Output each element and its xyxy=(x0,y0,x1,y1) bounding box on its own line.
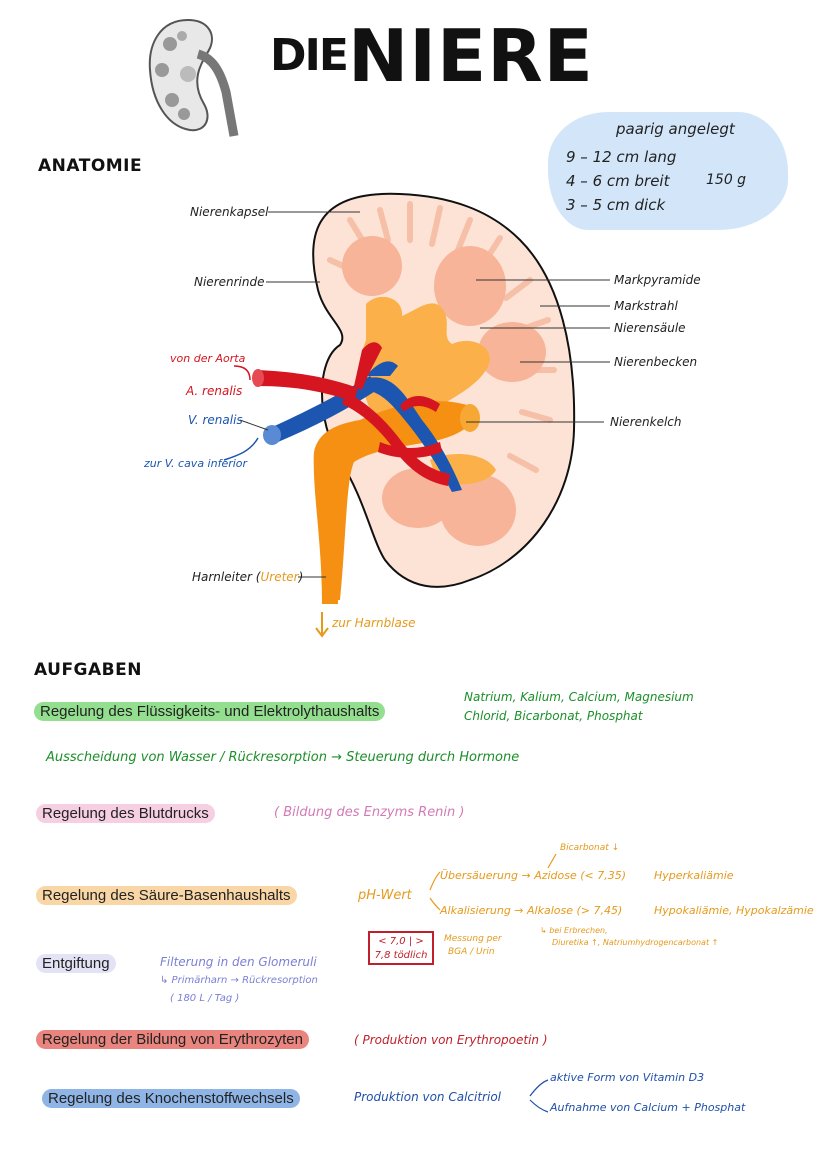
label-markpyramide: Markpyramide xyxy=(614,273,701,287)
fact-length: 9 – 12 cm lang xyxy=(566,148,677,166)
kidney-sketch-icon xyxy=(148,18,239,137)
task-knochenstoffwechsel: Regelung des Knochenstoffwechsels xyxy=(42,1089,300,1108)
note-calcitriol: Produktion von Calcitriol xyxy=(354,1090,501,1104)
task-fluessigkeit: Regelung des Flüssigkeits- und Elektroly… xyxy=(34,702,386,721)
kidney-diagram xyxy=(252,192,576,604)
label-nierenrinde: Nierenrinde xyxy=(194,275,265,289)
note-renin: ( Bildung des Enzyms Renin ) xyxy=(274,805,465,820)
fact-depth: 3 – 5 cm dick xyxy=(566,196,666,214)
note-calcium-phosphat: Aufnahme von Calcium + Phosphat xyxy=(550,1101,746,1114)
task-saeure-base: Regelung des Säure-Basenhaushalts xyxy=(36,886,297,905)
task-erythrozyten: Regelung der Bildung von Erythrozyten xyxy=(36,1030,309,1049)
note-ph-wert: pH-Wert xyxy=(358,888,412,903)
note-hypokaliaemie: Hypokaliämie, Hypokalzämie xyxy=(654,904,814,917)
fact-width: 4 – 6 cm breit xyxy=(566,172,670,190)
ph-lethal-box: < 7,0 | > 7,8 tödlich xyxy=(368,931,434,965)
note-elektrolyte-1: Natrium, Kalium, Calcium, Magnesium xyxy=(464,690,694,704)
note-messung-2: BGA / Urin xyxy=(448,947,495,957)
note-bicarbonat: Bicarbonat ↓ xyxy=(560,843,620,853)
ph-branch-lines xyxy=(429,853,557,911)
label-nierensaeule: Nierensäule xyxy=(614,321,686,335)
note-alkalisierung: Alkalisierung → Alkalose (> 7,45) xyxy=(440,904,623,917)
label-nierenkelch: Nierenkelch xyxy=(610,415,682,429)
label-zur-v-cava: zur V. cava inferior xyxy=(144,457,248,470)
note-primaerharn: ↳ Primärharn → Rückresorption xyxy=(160,975,318,986)
note-hyperkaliaemie: Hyperkaliämie xyxy=(654,869,734,882)
label-nierenkapsel: Nierenkapsel xyxy=(190,205,269,219)
label-a-renalis: A. renalis xyxy=(186,384,243,398)
note-180l: ( 180 L / Tag ) xyxy=(170,993,240,1004)
label-von-der-aorta: von der Aorta xyxy=(170,352,246,365)
note-ursache-1: ↳ bei Erbrechen, xyxy=(540,926,608,935)
fact-weight: 150 g xyxy=(706,172,747,188)
title-die: DIE xyxy=(270,30,349,81)
facts-highlight xyxy=(548,112,788,230)
note-uebersaeuerung: Übersäuerung → Azidose (< 7,35) xyxy=(440,869,627,882)
task-entgiftung: Entgiftung xyxy=(36,954,116,973)
label-nierenbecken: Nierenbecken xyxy=(614,355,698,369)
label-markstrahl: Markstrahl xyxy=(614,299,678,313)
note-ausscheidung: Ausscheidung von Wasser / Rückresorption… xyxy=(46,750,520,765)
note-erythropoetin: ( Produktion von Erythropoetin ) xyxy=(354,1033,548,1047)
title-niere: NIERE xyxy=(348,14,594,98)
label-zur-harnblase: zur Harnblase xyxy=(332,616,416,630)
label-v-renalis: V. renalis xyxy=(188,413,243,427)
label-harnleiter: Harnleiter (Ureter) xyxy=(192,570,304,584)
anatomie-heading: ANATOMIE xyxy=(38,156,143,176)
note-messung-1: Messung per xyxy=(444,934,502,944)
note-filterung: Filterung in den Glomeruli xyxy=(160,955,317,969)
note-ursache-2: Diuretika ↑, Natriumhydrogencarbonat ↑ xyxy=(552,938,719,947)
calcitriol-branch-lines xyxy=(529,1079,549,1113)
fact-paarig: paarig angelegt xyxy=(616,120,735,138)
label-leaders xyxy=(223,211,610,638)
note-elektrolyte-2: Chlorid, Bicarbonat, Phosphat xyxy=(464,709,643,723)
aufgaben-heading: AUFGABEN xyxy=(34,660,142,680)
task-blutdruck: Regelung des Blutdrucks xyxy=(36,804,215,823)
note-vitamin-d3: aktive Form von Vitamin D3 xyxy=(550,1071,705,1084)
